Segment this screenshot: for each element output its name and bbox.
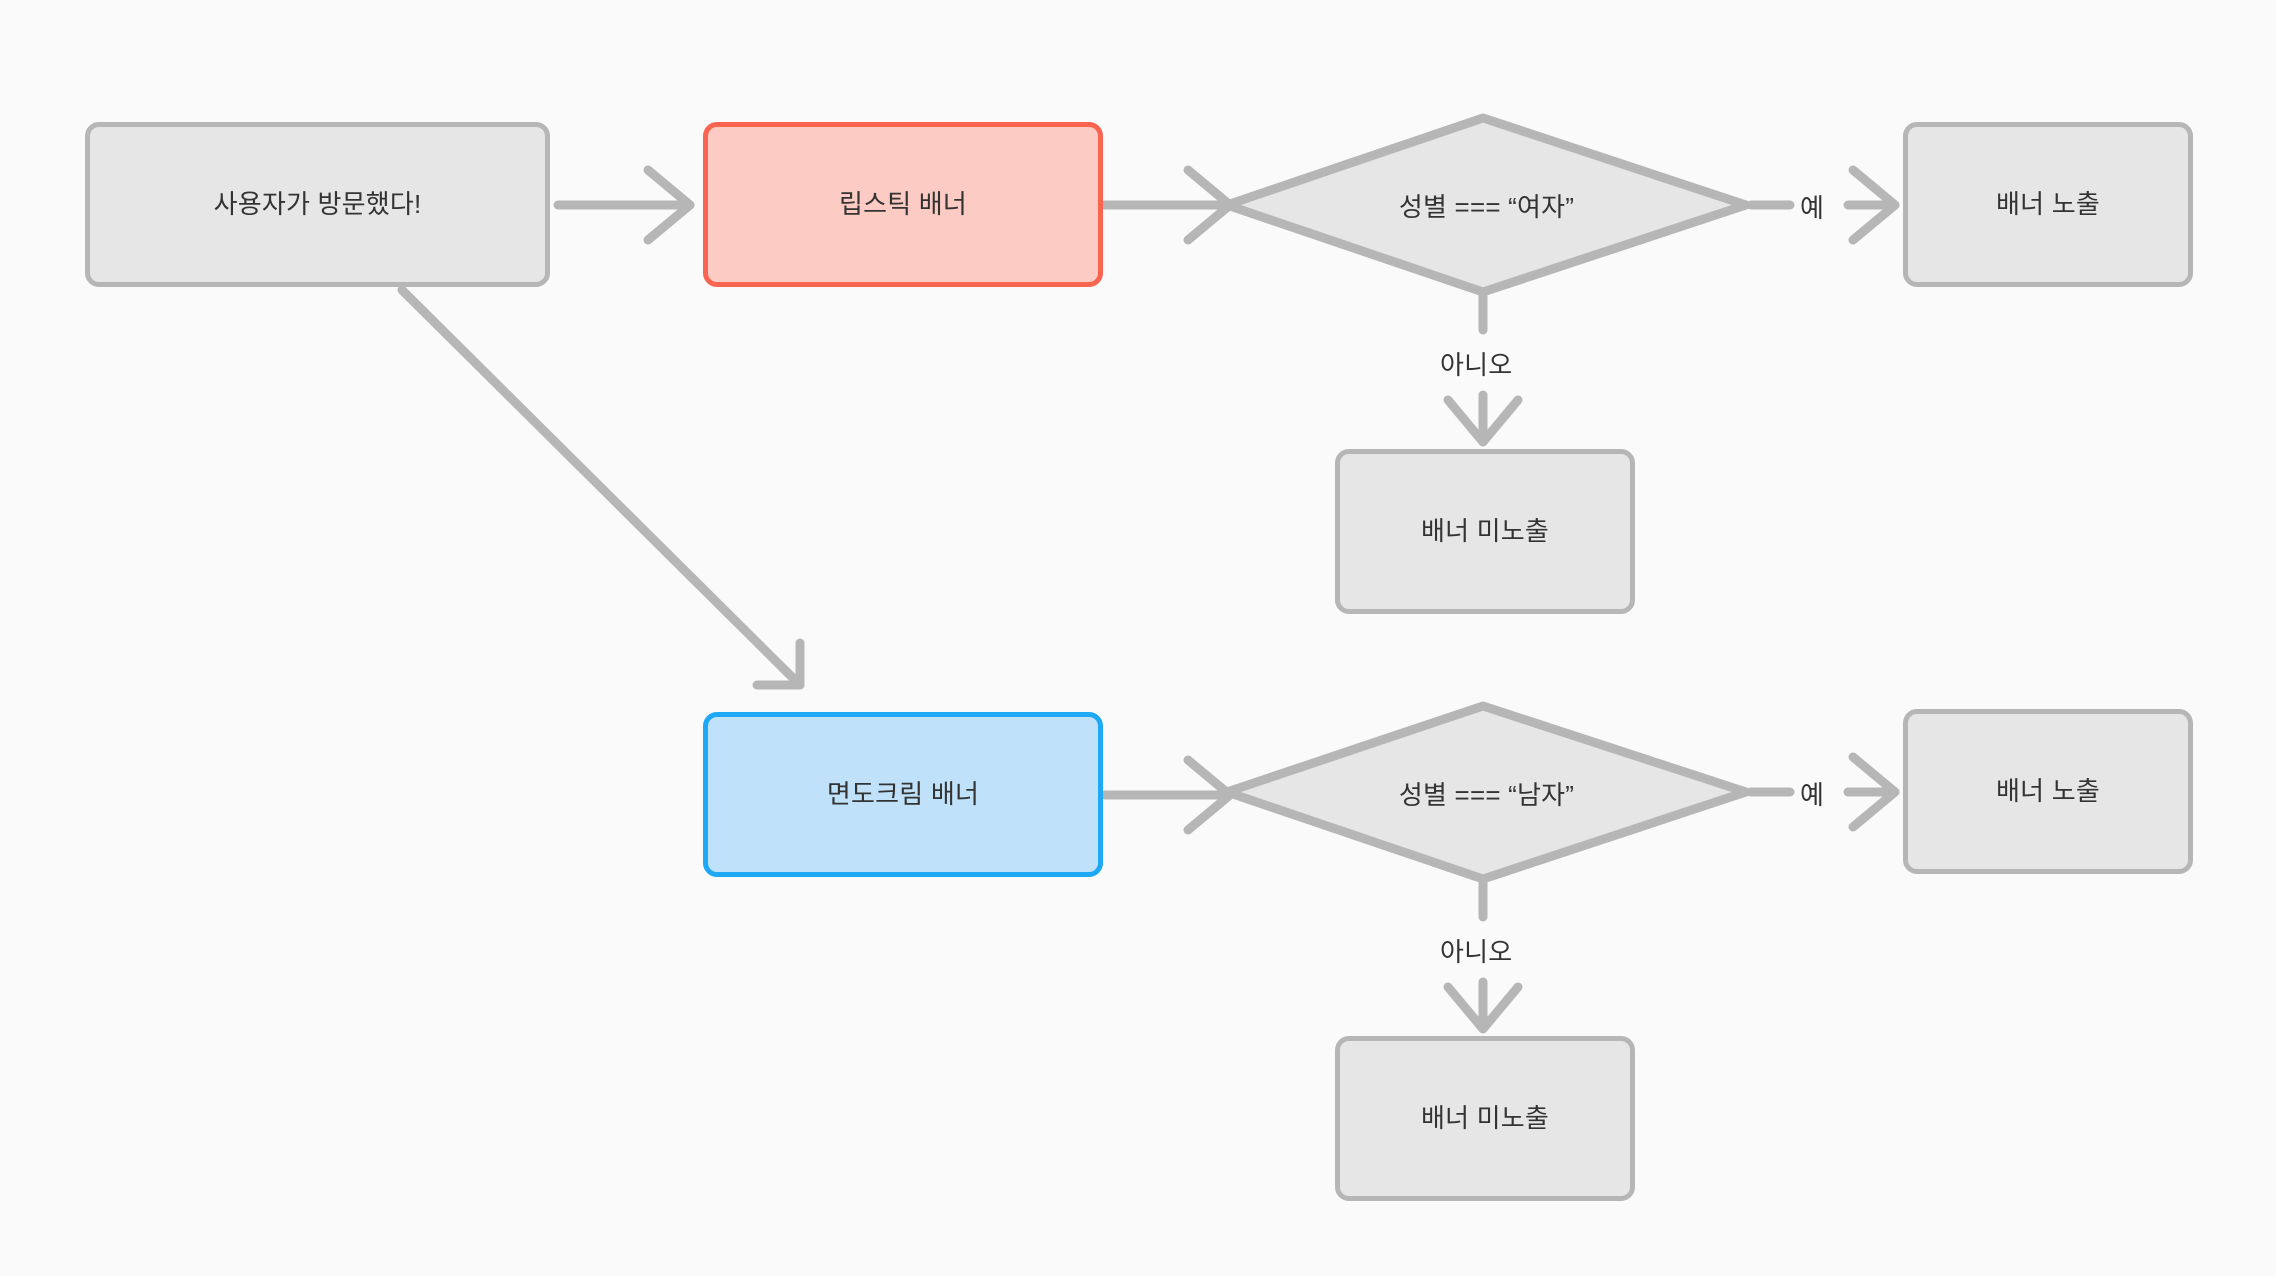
node-condition-female[interactable]: 성별 === “여자” <box>1227 118 1746 292</box>
edge-label-yes-female: 예 <box>1800 193 1825 223</box>
node-show-banner-female[interactable]: 배너 노출 <box>1903 122 2193 287</box>
node-hide-banner-male-label: 배너 미노출 <box>1420 1102 1550 1133</box>
edge-label-no-female: 아니오 <box>1440 350 1513 380</box>
node-hide-banner-female-label: 배너 미노출 <box>1420 515 1550 546</box>
edge-shaving-to-condition-male <box>1100 755 1235 835</box>
node-shaving-cream-banner[interactable]: 면도크림 배너 <box>703 712 1103 877</box>
node-condition-male-label: 성별 === “남자” <box>1398 779 1575 810</box>
node-show-banner-male-label: 배너 노출 <box>1996 775 2100 806</box>
edge-label-yes-male: 예 <box>1800 780 1825 810</box>
node-lipstick-banner-label: 립스틱 배너 <box>838 188 968 219</box>
node-condition-male[interactable]: 성별 === “남자” <box>1227 706 1746 880</box>
node-start[interactable]: 사용자가 방문했다! <box>85 122 550 287</box>
node-shaving-cream-banner-label: 면도크림 배너 <box>826 778 980 809</box>
node-condition-female-label: 성별 === “여자” <box>1398 191 1575 222</box>
edge-lipstick-to-condition-female <box>1100 165 1235 245</box>
node-start-label: 사용자가 방문했다! <box>213 188 422 219</box>
node-show-banner-female-label: 배너 노출 <box>1996 188 2100 219</box>
node-hide-banner-male[interactable]: 배너 미노출 <box>1335 1036 1635 1201</box>
edge-start-to-lipstick <box>553 165 695 245</box>
edge-start-to-shaving <box>397 285 805 690</box>
node-hide-banner-female[interactable]: 배너 미노출 <box>1335 449 1635 614</box>
node-lipstick-banner[interactable]: 립스틱 배너 <box>703 122 1103 287</box>
edge-label-no-male: 아니오 <box>1440 937 1513 967</box>
node-show-banner-male[interactable]: 배너 노출 <box>1903 709 2193 874</box>
